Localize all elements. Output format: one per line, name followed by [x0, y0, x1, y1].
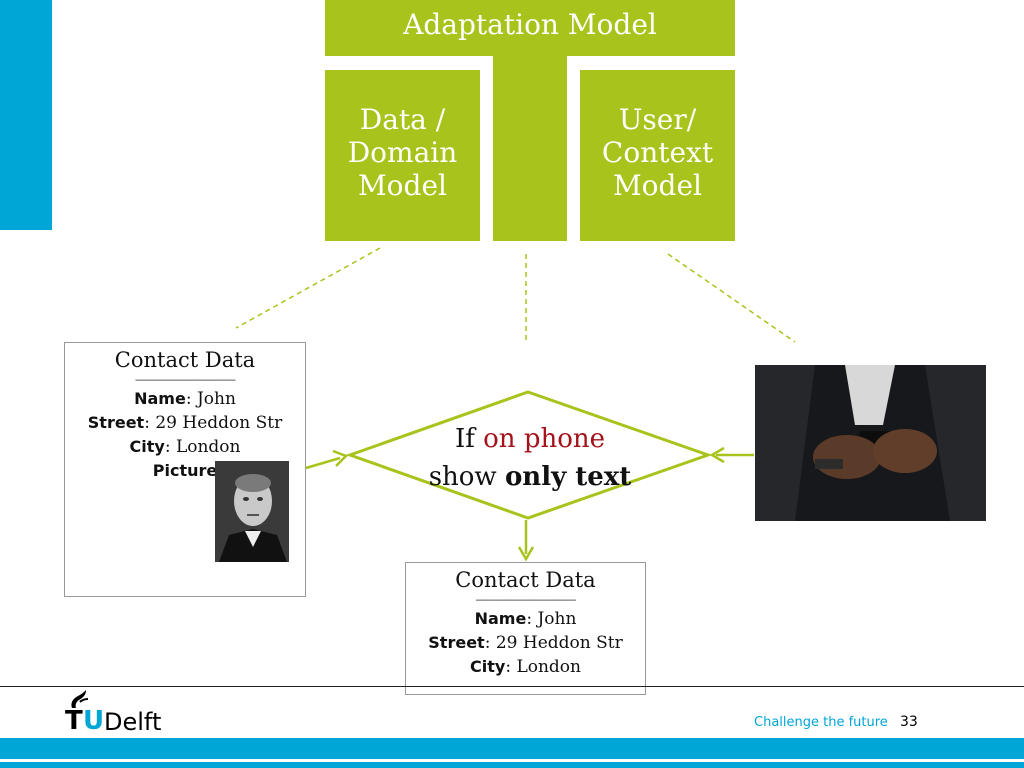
decision-diamond	[345, 390, 713, 520]
city-value: : London	[164, 437, 241, 457]
street-label: Street	[87, 413, 145, 432]
logo-letter-t: T	[65, 706, 83, 736]
footer-divider	[0, 686, 1024, 687]
street-label: Street	[428, 633, 485, 652]
rule-condition: on phone	[483, 424, 605, 454]
adaptation-model-stem	[493, 56, 567, 241]
footer-slogan: Challenge the future	[754, 715, 888, 730]
contact-card-title: Contact Data	[455, 568, 596, 592]
tu-delft-flame-icon	[71, 690, 89, 708]
user-context-model-line-1: User/	[618, 103, 697, 136]
arrow-down-icon	[517, 520, 535, 562]
contact-city-row: City: London	[406, 655, 645, 679]
footer-band-thin	[0, 762, 1024, 768]
data-domain-model-line-1: Data /	[359, 103, 446, 136]
user-context-model-line-3: Model	[613, 169, 702, 202]
rule-show: show	[428, 462, 497, 492]
arrow-left-icon	[709, 446, 754, 464]
phone-user-photo	[755, 365, 986, 521]
dashed-connector-left	[235, 247, 381, 329]
accent-bar	[0, 0, 52, 230]
logo-delft: Delft	[104, 708, 162, 736]
data-domain-model-line-2: Domain	[347, 136, 458, 169]
contact-street-row: Street: 29 Heddon Str	[406, 631, 645, 655]
contact-card-text-only: Contact Data ---------------------------…	[405, 562, 646, 695]
city-label: City	[470, 657, 506, 676]
contact-city-row: City: London	[65, 435, 305, 459]
picture-label: Picture	[152, 461, 218, 480]
contact-portrait-image	[215, 461, 289, 562]
contact-card-separator: ----------------------------------------…	[135, 375, 236, 386]
contact-street-row: Street: 29 Heddon Str	[65, 411, 305, 435]
data-domain-model-box: Data / Domain Model	[325, 70, 480, 241]
adaptation-model-box: Adaptation Model	[325, 0, 735, 56]
contact-name-row: Name: John	[65, 387, 305, 411]
arrow-right-icon	[305, 449, 349, 470]
adaptation-model-label: Adaptation Model	[403, 8, 657, 41]
name-label: Name	[134, 389, 186, 408]
logo-letter-u: U	[83, 706, 105, 736]
city-label: City	[129, 437, 165, 456]
rule-action: only text	[504, 462, 632, 492]
contact-card-title: Contact Data	[114, 348, 256, 372]
name-value: : John	[526, 609, 577, 629]
contact-card-separator: ----------------------------------------…	[475, 595, 577, 606]
city-value: : London	[505, 657, 581, 677]
user-context-model-line-2: Context	[601, 136, 714, 169]
name-label: Name	[474, 609, 527, 628]
dashed-connector-right	[667, 253, 796, 343]
name-value: : John	[185, 389, 236, 409]
rule-if: If	[454, 424, 475, 454]
contact-picture-row: Picture	[65, 459, 305, 483]
street-value: : 29 Heddon Str	[144, 413, 283, 433]
decision-rule-text: If on phone show only text	[410, 420, 650, 496]
user-context-model-box: User/ Context Model	[580, 70, 735, 241]
contact-name-row: Name: John	[406, 607, 645, 631]
footer-band	[0, 738, 1024, 759]
page-number: 33	[900, 714, 918, 730]
data-domain-model-line-3: Model	[358, 169, 447, 202]
street-value: : 29 Heddon Str	[484, 633, 623, 653]
